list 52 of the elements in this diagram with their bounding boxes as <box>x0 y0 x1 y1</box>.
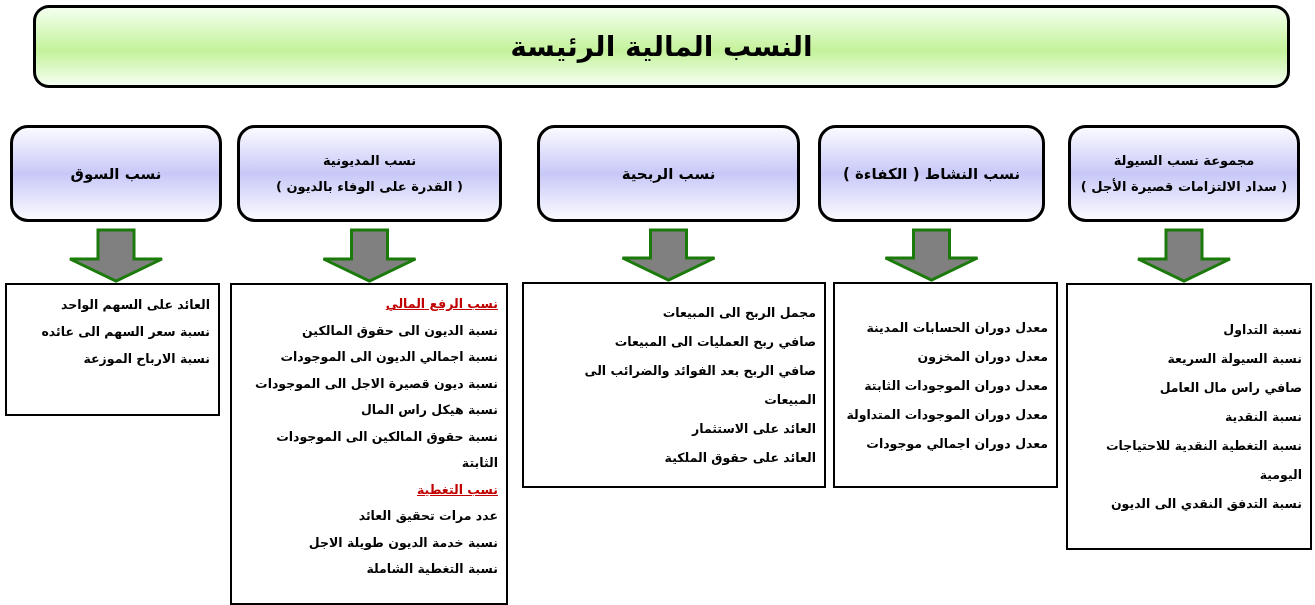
list-item: صافي الربح بعد الفوائد والضرائب الى المبيعات <box>583 362 816 409</box>
list-item: نسبة التغطية الشاملة <box>365 560 498 578</box>
list-box <box>522 282 826 488</box>
list-box <box>230 283 508 605</box>
list-item: معدل دوران الحسابات المدينة <box>865 318 1048 337</box>
list-item: نسبة هيكل راس المال <box>360 401 498 419</box>
list-item: عدد مرات تحقيق العائد <box>357 507 498 525</box>
category-title: مجموعة نسب السيولة <box>1113 151 1255 170</box>
category-title: نسب النشاط ( الكفاءة ) <box>842 163 1021 185</box>
category-title: ( سداد الالتزامات قصيرة الأجل ) <box>1080 177 1288 196</box>
list-item: صافي راس مال العامل <box>1158 379 1302 397</box>
list-item: معدل دوران اجمالي موجودات <box>865 434 1048 453</box>
list-item: نسبة التداول <box>1222 321 1302 339</box>
list-item: العائد على السهم الواحد <box>59 296 210 314</box>
category-box <box>1068 125 1300 222</box>
category-box <box>537 125 800 222</box>
list-item: مجمل الربح الى المبيعات <box>661 304 816 322</box>
list-item: العائد على الاستثمار <box>690 420 816 438</box>
category-title: نسب المديونية <box>322 151 417 170</box>
block-arrow <box>322 228 417 283</box>
block-arrow <box>68 228 164 283</box>
category-box <box>10 125 222 222</box>
list-item: صافي ربح العمليات الى المبيعات <box>613 333 816 351</box>
category-box <box>237 125 502 222</box>
list-item: معدل دوران الموجودات الثابتة <box>863 376 1048 395</box>
category-title: ( القدرة على الوفاء بالديون ) <box>276 177 463 196</box>
list-item: نسبة سعر السهم الى عائده <box>40 323 210 341</box>
list-item: نسبة حقوق المالكين الى الموجودات الثابتة <box>275 427 498 472</box>
title-text: النسب المالية الرئيسة <box>510 30 813 63</box>
list-box <box>5 283 220 416</box>
category-title: نسب الربحية <box>621 163 716 185</box>
block-arrow <box>621 228 716 282</box>
list-item: نسبة التغطية النقدية للاحتياجات اليومية <box>1104 437 1302 484</box>
block-arrow <box>884 228 979 282</box>
list-item: نسبة النقدية <box>1223 408 1302 426</box>
list-item: معدل دوران المخزون <box>916 347 1048 366</box>
list-item: نسبة السيولة السريعة <box>1166 350 1302 368</box>
list-item: نسبة خدمة الديون طويلة الاجل <box>307 533 498 552</box>
list-box <box>1066 283 1312 550</box>
list-item: نسبة الارباح الموزعة <box>82 350 210 368</box>
list-item: معدل دوران الموجودات المتداولة <box>845 405 1048 424</box>
list-item: نسبة الديون الى حقوق المالكين <box>301 321 498 340</box>
subheading: نسب الرفع المالي <box>384 295 498 313</box>
block-arrow <box>1136 228 1232 283</box>
category-title: نسب السوق <box>70 163 162 185</box>
list-item: نسبة التدفق النقدي الى الديون <box>1109 495 1302 513</box>
subheading: نسب التغطية <box>416 480 498 499</box>
list-item: نسبة اجمالي الديون الى الموجودات <box>279 348 498 366</box>
category-box <box>818 125 1045 222</box>
list-item: نسبة ديون قصيرة الاجل الى الموجودات <box>254 374 498 393</box>
list-box <box>833 282 1058 488</box>
list-item: العائد على حقوق الملكية <box>663 449 816 467</box>
